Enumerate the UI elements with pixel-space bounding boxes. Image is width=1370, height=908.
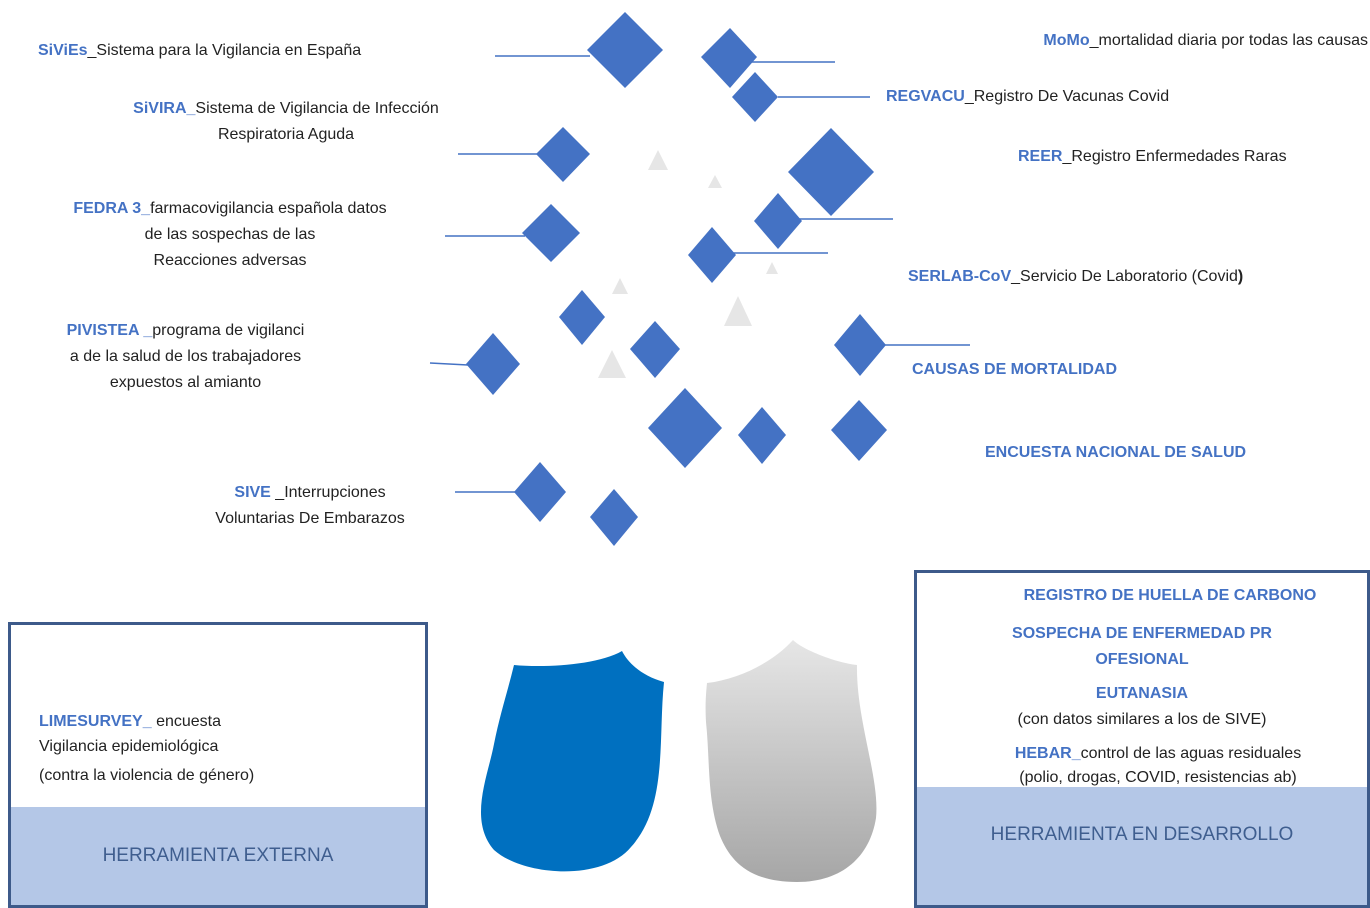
label-code: SIVE	[234, 484, 276, 501]
diamond-node	[514, 462, 566, 522]
diamond-node	[831, 400, 887, 461]
diamond-node	[522, 204, 580, 262]
development-tool-box: REGISTRO DE HUELLA DE CARBONO SOSPECHA D…	[914, 570, 1370, 790]
carbon-footprint-label: REGISTRO DE HUELLA DE CARBONO	[1023, 587, 1317, 604]
occupational-disease-label-line2: OFESIONAL	[1095, 651, 1189, 668]
hebar-code: HEBAR_	[1014, 745, 1081, 762]
triangle-shape	[766, 262, 778, 274]
external-tool-footer-label: HERRAMIENTA EXTERNA	[102, 845, 334, 866]
diamond-node	[590, 489, 638, 546]
gray-shield-shape	[705, 640, 877, 882]
external-tool-footer: HERRAMIENTA EXTERNA	[8, 807, 428, 908]
limesurvey-code: LIMESURVEY_	[39, 713, 152, 730]
hebar-text: control de las aguas residuales	[1080, 745, 1302, 762]
label-paren: )	[1237, 268, 1244, 285]
connector-line	[429, 362, 469, 366]
triangle-shape	[612, 278, 628, 294]
label-text-line2: Voluntarias De Embarazos	[215, 510, 405, 527]
label-text-line2: de las sospechas de las	[144, 226, 316, 243]
label-text: mortalidad diaria por todas las causas	[1098, 32, 1368, 49]
label-text: Sistema de Vigilancia de Infección	[195, 100, 439, 117]
label-code: PIVISTEA _	[66, 322, 153, 339]
label-text: Sistema para la Vigilancia en España	[96, 42, 362, 59]
label-text: Registro De Vacunas Covid	[973, 88, 1170, 105]
label-text-line2: Respiratoria Aguda	[217, 126, 355, 143]
background-triangles	[598, 150, 778, 378]
label-separator: _	[1011, 268, 1021, 285]
label-sivies: SiViEs_Sistema para la Vigilancia en Esp…	[38, 38, 361, 64]
label-text: programa de vigilanci	[152, 322, 305, 339]
diamond-node	[738, 407, 786, 464]
label-text: Interrupciones	[284, 484, 386, 501]
diamond-node	[630, 321, 680, 378]
triangle-shape	[708, 175, 722, 188]
label-momo: MoMo_mortalidad diaria por todas las cau…	[1043, 28, 1368, 54]
label-code: ENCUESTA NACIONAL DE SALUD	[985, 444, 1247, 461]
limesurvey-text-line1: encuesta	[151, 713, 222, 730]
diamond-node	[788, 128, 874, 216]
label-fedra: FEDRA 3_farmacovigilancia española datos…	[20, 196, 440, 274]
label-reer: REER_Registro Enfermedades Raras	[1018, 144, 1287, 170]
external-tool-box: LIMESURVEY_ encuesta Vigilancia epidemio…	[8, 622, 428, 810]
label-code: REER	[1018, 148, 1063, 165]
label-serlab: SERLAB-CoV_Servicio De Laboratorio (Covi…	[908, 264, 1243, 290]
label-sivira: SiVIRA_Sistema de Vigilancia de Infecció…	[80, 96, 492, 148]
label-ens: ENCUESTA NACIONAL DE SALUD	[985, 440, 1246, 466]
label-code: SiVIRA_	[133, 100, 196, 117]
label-pivistea: PIVISTEA _programa de vigilanci a de la …	[18, 318, 353, 396]
limesurvey-text-line3: (contra la violencia de género)	[39, 767, 255, 784]
label-regvacu: REGVACU_Registro De Vacunas Covid	[886, 84, 1169, 110]
development-tool-footer-label: HERRAMIENTA EN DESARROLLO	[990, 824, 1294, 845]
label-separator: _	[964, 88, 974, 105]
triangle-shape	[598, 350, 626, 378]
label-text: Servicio De Laboratorio (Covid	[1020, 268, 1238, 285]
label-text-line2: a de la salud de los trabajadores	[69, 348, 302, 365]
diamond-node	[688, 227, 736, 283]
label-code: CAUSAS DE MORTALIDAD	[912, 361, 1118, 378]
diamond-node	[587, 12, 663, 88]
label-separator: _	[1062, 148, 1072, 165]
connector-lines	[429, 55, 970, 493]
triangle-shape	[648, 150, 668, 170]
diamond-node	[536, 127, 590, 182]
blue-shield-shape	[480, 651, 664, 872]
label-code: MoMo	[1043, 32, 1090, 49]
label-code: FEDRA 3_	[73, 200, 151, 217]
label-text-line3: expuestos al amianto	[109, 374, 262, 391]
label-text-line3: Reacciones adversas	[153, 252, 307, 269]
euthanasia-note: (con datos similares a los de SIVE)	[1017, 711, 1267, 728]
diamond-node	[648, 388, 722, 468]
label-separator: _	[1089, 32, 1099, 49]
diamond-node	[701, 28, 757, 88]
euthanasia-label: EUTANASIA	[1095, 685, 1189, 702]
diamond-node	[732, 72, 778, 122]
label-causas: CAUSAS DE MORTALIDAD	[912, 357, 1117, 383]
label-code: SERLAB-CoV	[908, 268, 1012, 285]
limesurvey-text-line2: Vigilancia epidemiológica	[39, 738, 219, 755]
occupational-disease-label: SOSPECHA DE ENFERMEDAD PR	[1012, 625, 1272, 642]
label-separator: _	[87, 42, 97, 59]
hebar-note: (polio, drogas, COVID, resistencias ab)	[1019, 769, 1297, 786]
diamond-node	[559, 290, 605, 345]
label-text: farmacovigilancia española datos	[150, 200, 387, 217]
label-text: Registro Enfermedades Raras	[1071, 148, 1287, 165]
diamond-nodes	[466, 12, 887, 546]
diamond-node	[754, 193, 802, 249]
label-code: REGVACU	[886, 88, 965, 105]
development-tool-footer: HERRAMIENTA EN DESARROLLO	[914, 787, 1370, 908]
diamond-node	[834, 314, 886, 376]
limesurvey-text: LIMESURVEY_ encuesta Vigilancia epidemio…	[39, 709, 254, 788]
label-sive: SIVE _Interrupciones Voluntarias De Emba…	[180, 480, 440, 532]
label-separator: _	[275, 484, 285, 501]
diamond-node	[466, 333, 520, 395]
label-code: SiViEs	[38, 42, 88, 59]
triangle-shape	[724, 296, 752, 326]
